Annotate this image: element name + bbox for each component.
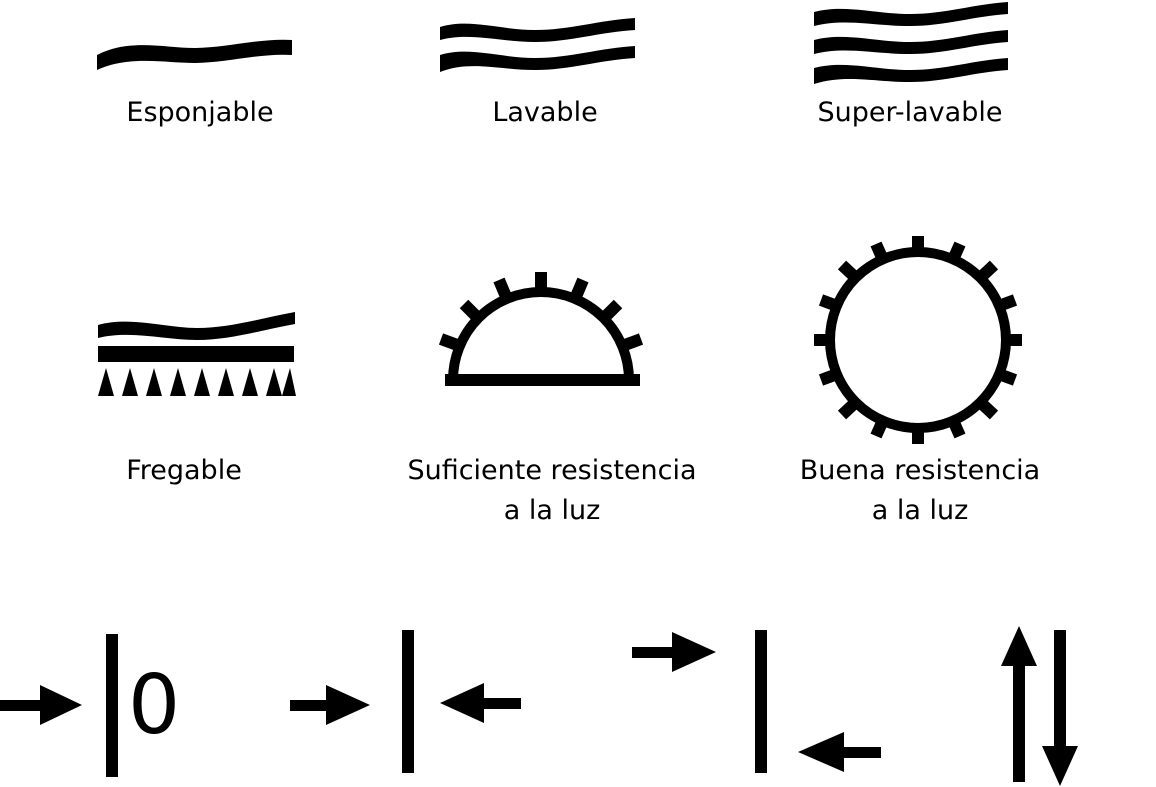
scrub-brush-icon <box>98 312 296 396</box>
label-esponjable: Esponjable <box>126 97 274 128</box>
double-wave-icon <box>440 18 635 72</box>
zero-mark-text: 0 <box>128 658 181 753</box>
label-super-lavable: Super-lavable <box>817 97 1003 128</box>
label-suficiente-line1: Suficiente resistencia <box>407 455 697 486</box>
offset-arrows-bar-icon <box>632 630 881 773</box>
up-down-arrows-icon <box>1001 626 1078 786</box>
half-sun-icon <box>438 272 644 386</box>
full-sun-icon <box>814 236 1022 444</box>
label-suficiente-line2: a la luz <box>503 495 601 526</box>
label-buena-line2: a la luz <box>871 495 969 526</box>
label-lavable: Lavable <box>492 97 598 128</box>
label-buena-line1: Buena resistencia <box>799 455 1041 486</box>
arrows-facing-bar-icon <box>290 630 521 773</box>
label-fregable: Fregable <box>126 455 242 486</box>
sponge-wave-icon <box>97 39 292 70</box>
arrow-to-bar-zero-icon <box>0 634 118 777</box>
triple-wave-icon <box>814 2 1008 84</box>
